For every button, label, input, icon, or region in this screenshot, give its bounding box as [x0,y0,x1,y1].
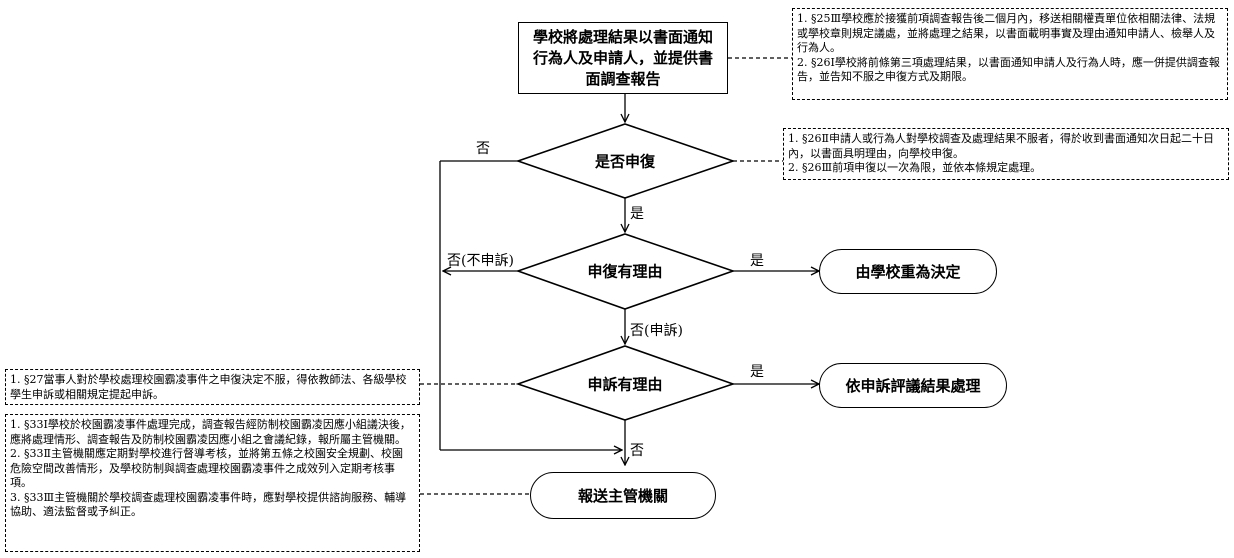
decision-appeal-reason-label: 申復有理由 [587,262,663,281]
note-article-26-item: 1. §26Ⅱ申請人或行為人對學校調查及處理結果不服者，得於收到書面通知次日起二… [788,132,1214,160]
decision-appeal-label: 是否申復 [594,152,656,171]
terminal-school-redecide-text: 由學校重為決定 [855,263,961,281]
terminal-school-redecide: 由學校重為決定 [819,249,997,294]
terminal-follow-grievance-text: 依申訴評議結果處理 [845,377,981,395]
note-article-25-26-item: 1. §25Ⅲ學校應於接獲前項調查報告後二個月內，移送相關權責單位依相關法律、法… [797,12,1216,54]
edge-label-reason-no-grievance: 否(申訴) [630,323,683,339]
note-article-33: 1. §33Ⅰ學校於校園霸凌事件處理完成，調查報告經防制校園霸凌因應小組議決後，… [5,414,420,552]
start-process-text: 學校將處理結果以書面通知行為人及申請人，並提供書面調查報告 [532,27,713,88]
note-article-27-item: 1. §27當事人對於學校處理校園霸凌事件之申復決定不服，得依教師法、各級學校學… [10,373,407,401]
edge-label-appeal-yes: 是 [630,206,644,222]
note-article-33-item: 1. §33Ⅰ學校於校園霸凌事件處理完成，調查報告經防制校園霸凌因應小組議決後，… [10,418,411,446]
note-article-27: 1. §27當事人對於學校處理校園霸凌事件之申復決定不服，得依教師法、各級學校學… [5,369,420,405]
terminal-report-authority: 報送主管機關 [530,472,716,519]
start-process-box: 學校將處理結果以書面通知行為人及申請人，並提供書面調查報告 [518,22,728,94]
note-article-33-item: 2. §33Ⅱ主管機關應定期對學校進行督導考核，並將第五條之校園安全規劃、校園危… [10,447,403,489]
edge-label-appeal-no: 否 [476,141,490,157]
note-article-33-item: 3. §33Ⅲ主管機關於學校調查處理校園霸凌事件時，應對學校提供諮詢服務、輔導協… [10,490,407,519]
edge-label-reason-no-no-grievance: 否(不申訴) [447,253,514,269]
decision-grievance-reason-label: 申訴有理由 [587,375,663,394]
note-article-25-26: 1. §25Ⅲ學校應於接獲前項調查報告後二個月內，移送相關權責單位依相關法律、法… [792,8,1228,100]
edge-label-grievance-no: 否 [630,443,644,459]
edge-label-reason-yes: 是 [750,253,764,269]
terminal-report-authority-text: 報送主管機關 [577,487,668,505]
terminal-follow-grievance: 依申訴評議結果處理 [819,363,1007,408]
edge-label-grievance-yes: 是 [750,364,764,380]
note-article-25-26-item: 2. §26Ⅰ學校將前條第三項處理結果，以書面通知申請人及行為人時，應一併提供調… [797,55,1220,84]
note-article-26: 1. §26Ⅱ申請人或行為人對學校調查及處理結果不服者，得於收到書面通知次日起二… [783,128,1229,180]
note-article-26-item: 2. §26Ⅲ前項申復以一次為限，並依本條規定處理。 [788,161,1042,174]
